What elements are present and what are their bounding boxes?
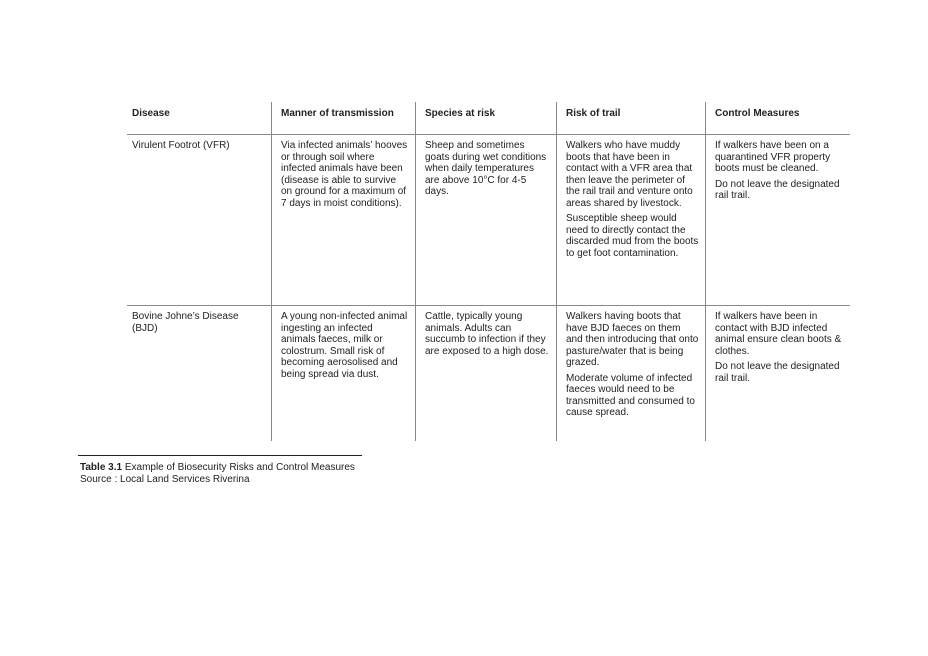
caption-label: Table 3.1 bbox=[80, 462, 123, 473]
header-risk: Risk of trail bbox=[556, 102, 705, 134]
cell-species: Sheep and sometimes goats during wet con… bbox=[415, 135, 556, 305]
control-paragraph: Do not leave the designated rail trail. bbox=[715, 361, 840, 384]
control-paragraph: If walkers have been on a quarantined VF… bbox=[715, 140, 831, 174]
cell-risk: Walkers having boots that have BJD faece… bbox=[556, 306, 705, 441]
control-paragraph: Do not leave the designated rail trail. bbox=[715, 178, 840, 202]
cell-species: Cattle, typically young animals. Adults … bbox=[415, 306, 556, 441]
caption-text: Example of Biosecurity Risks and Control… bbox=[122, 462, 355, 473]
risk-paragraph: Moderate volume of infected faeces would… bbox=[566, 372, 695, 419]
cell-disease: Bovine Johne’s Disease (BJD) bbox=[132, 311, 239, 334]
cell-disease: Virulent Footrot (VFR) bbox=[132, 140, 230, 151]
caption-title: Table 3.1 Example of Biosecurity Risks a… bbox=[80, 462, 355, 474]
cell-transmission: Via infected animals’ hooves or through … bbox=[271, 135, 415, 305]
header-species: Species at risk bbox=[415, 102, 556, 134]
risk-paragraph: Walkers who have muddy boots that have b… bbox=[566, 140, 693, 209]
biosecurity-table: Disease Manner of transmission Species a… bbox=[127, 102, 850, 441]
table-row: Bovine Johne’s Disease (BJD) A young non… bbox=[127, 305, 850, 441]
header-transmission: Manner of transmission bbox=[271, 102, 415, 134]
cell-control: If walkers have been on a quarantined VF… bbox=[705, 135, 850, 305]
header-disease: Disease bbox=[132, 108, 170, 119]
cell-risk: Walkers who have muddy boots that have b… bbox=[556, 135, 705, 305]
cell-control: If walkers have been in contact with BJD… bbox=[705, 306, 850, 441]
table-header-row: Disease Manner of transmission Species a… bbox=[127, 102, 850, 135]
table-row: Virulent Footrot (VFR) Via infected anim… bbox=[127, 135, 850, 305]
control-paragraph: If walkers have been in contact with BJD… bbox=[715, 311, 842, 357]
table-caption: Table 3.1 Example of Biosecurity Risks a… bbox=[80, 462, 355, 486]
risk-paragraph: Susceptible sheep would need to directly… bbox=[566, 213, 699, 259]
caption-divider bbox=[78, 455, 362, 456]
cell-transmission: A young non-infected animal ingesting an… bbox=[271, 306, 415, 441]
risk-paragraph: Walkers having boots that have BJD faece… bbox=[566, 311, 699, 368]
caption-source: Source : Local Land Services Riverina bbox=[80, 474, 250, 485]
header-control: Control Measures bbox=[705, 102, 850, 134]
